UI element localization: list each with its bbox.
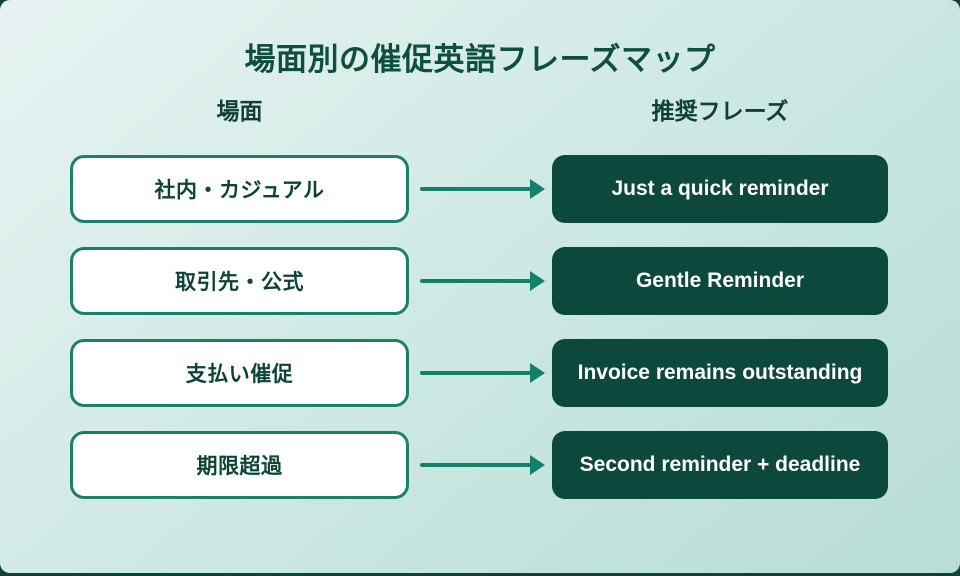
arrow-head-icon — [530, 179, 545, 199]
phrase-box: Invoice remains outstanding — [552, 339, 888, 407]
scene-box: 取引先・公式 — [70, 247, 409, 315]
column-header-scene: 場面 — [216, 98, 263, 124]
mapping-rows: 社内・カジュアル Just a quick reminder 取引先・公式 Ge… — [70, 155, 888, 499]
arrow-line-icon — [420, 279, 531, 283]
column-header-phrase: 推奨フレーズ — [651, 98, 789, 124]
mapping-row: 期限超過 Second reminder + deadline — [70, 431, 888, 499]
arrow-head-icon — [530, 271, 545, 291]
arrow-zone — [409, 431, 552, 499]
phrase-box: Gentle Reminder — [552, 247, 888, 315]
scene-box: 社内・カジュアル — [70, 155, 409, 223]
arrow-zone — [409, 339, 552, 407]
arrow-line-icon — [420, 187, 531, 191]
scene-box: 期限超過 — [70, 431, 409, 499]
scene-box: 支払い催促 — [70, 339, 409, 407]
arrow-line-icon — [420, 463, 531, 467]
arrow-zone — [409, 247, 552, 315]
arrow-zone — [409, 155, 552, 223]
arrow-head-icon — [530, 455, 545, 475]
phrase-box: Just a quick reminder — [552, 155, 888, 223]
page-title: 場面別の催促英語フレーズマップ — [244, 42, 716, 77]
phrase-box: Second reminder + deadline — [552, 431, 888, 499]
mapping-row: 支払い催促 Invoice remains outstanding — [70, 339, 888, 407]
arrow-line-icon — [420, 371, 531, 375]
mapping-row: 社内・カジュアル Just a quick reminder — [70, 155, 888, 223]
arrow-head-icon — [530, 363, 545, 383]
mapping-row: 取引先・公式 Gentle Reminder — [70, 247, 888, 315]
